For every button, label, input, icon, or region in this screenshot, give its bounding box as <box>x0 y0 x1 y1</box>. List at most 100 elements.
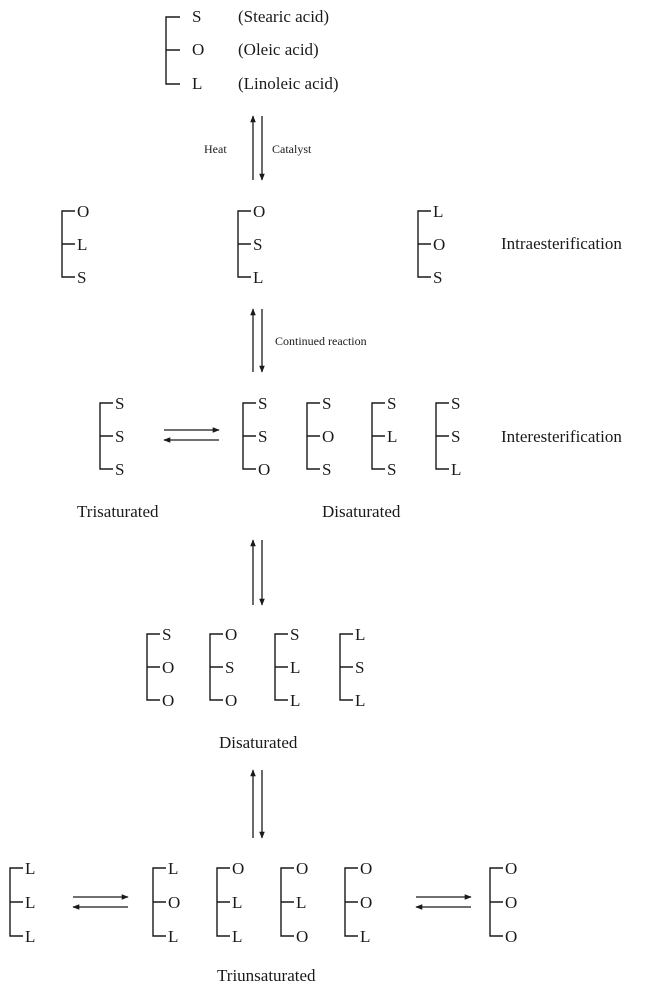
fatty-acid-letter: O <box>505 859 517 878</box>
fatty-acid-letter: L <box>355 625 365 644</box>
label-intraesterification: Intraesterification <box>501 234 622 253</box>
fatty-acid-letter: O <box>225 691 237 710</box>
fatty-acid-letter: S <box>253 235 262 254</box>
fatty-acid-letter: S <box>355 658 364 677</box>
bracket-line <box>339 633 353 701</box>
fatty-acid-letter: O <box>168 893 180 912</box>
fatty-acid-letter: O <box>505 927 517 946</box>
fatty-acid-letter: L <box>232 893 242 912</box>
triglyceride-tri_mid-3: OLO <box>280 859 308 946</box>
label-disaturated-2: Disaturated <box>219 733 298 752</box>
fatty-acid-letter: L <box>296 893 306 912</box>
equilibrium-arrow-4 <box>250 769 265 839</box>
equilibrium-arrow-tri-right <box>415 894 472 910</box>
fatty-acid-letter: O <box>505 893 517 912</box>
fatty-acid-letter: L <box>290 658 300 677</box>
fatty-acid-letter: S <box>433 268 442 287</box>
bracket-line <box>237 210 251 278</box>
fatty-acid-letter: L <box>360 927 370 946</box>
equilibrium-arrow-tri-left <box>72 894 129 910</box>
triglyceride-intra-1: OLS <box>61 202 89 287</box>
label-interesterification: Interesterification <box>501 427 622 446</box>
fatty-acid-letter: S <box>77 268 86 287</box>
fatty-acid-letter: O <box>296 927 308 946</box>
fatty-acid-letter: O <box>225 625 237 644</box>
fatty-acid-letter: O <box>253 202 265 221</box>
fatty-acid-letter: O <box>77 202 89 221</box>
fatty-acid-letter: L <box>290 691 300 710</box>
bracket-line <box>146 633 160 701</box>
triglyceride-intra-3: LOS <box>417 202 445 287</box>
fatty-acid-letter: S <box>322 460 331 479</box>
bracket-line <box>9 867 23 937</box>
triglyceride-inter_di-1: SSO <box>242 394 270 479</box>
triglyceride-tri_left-1: LLL <box>9 859 35 946</box>
fatty-acid-letter: S <box>451 394 460 413</box>
legend-name-oleic: (Oleic acid) <box>238 40 319 59</box>
bracket-line <box>371 402 385 470</box>
triglyceride-inter_di-4: SSL <box>435 394 461 479</box>
fatty-acid-letter: O <box>162 658 174 677</box>
bracket-line <box>344 867 358 937</box>
legend-name-stearic: (Stearic acid) <box>238 7 329 26</box>
fatty-acid-letter: O <box>360 893 372 912</box>
triglyceride-inter_di-3: SLS <box>371 394 397 479</box>
fatty-acid-letter: L <box>25 927 35 946</box>
fatty-acid-letter: S <box>387 394 396 413</box>
triglyceride-mono-3: SLL <box>274 625 300 710</box>
fatty-acid-letter: L <box>25 859 35 878</box>
fatty-acid-letter: O <box>232 859 244 878</box>
equilibrium-arrow-3 <box>250 539 265 606</box>
fatty-acid-letter: L <box>355 691 365 710</box>
bracket-line <box>99 402 113 470</box>
fatty-acid-letter: S <box>258 394 267 413</box>
triglyceride-mono-2: OSO <box>209 625 237 710</box>
triglyceride-tri_right-1: OOO <box>489 859 517 946</box>
equilibrium-arrow-heat-catalyst: Heat Catalyst <box>204 115 312 181</box>
fatty-acid-letter: O <box>296 859 308 878</box>
triglyceride-mono-4: LSL <box>339 625 365 710</box>
fatty-acid-letter: S <box>115 394 124 413</box>
triglyceride-inter_tri-1: SSS <box>99 394 124 479</box>
fatty-acid-letter: S <box>115 460 124 479</box>
fatty-acid-letter: L <box>25 893 35 912</box>
triglyceride-tri_mid-1: LOL <box>152 859 180 946</box>
label-trisaturated: Trisaturated <box>77 502 159 521</box>
label-triunsaturated: Triunsaturated <box>217 966 316 985</box>
fatty-acid-letter: L <box>433 202 443 221</box>
fatty-acid-letter: O <box>258 460 270 479</box>
fatty-acid-letter: S <box>451 427 460 446</box>
fatty-acid-letter: S <box>322 394 331 413</box>
fatty-acid-letter: L <box>451 460 461 479</box>
equilibrium-arrow-tri-di <box>163 427 220 443</box>
fatty-acid-letter: S <box>225 658 234 677</box>
bracket-line <box>435 402 449 470</box>
bracket-line <box>417 210 431 278</box>
fatty-acid-letter: S <box>115 427 124 446</box>
fatty-acid-letter: L <box>387 427 397 446</box>
fatty-acid-letter: O <box>162 691 174 710</box>
legend-letter-l: L <box>192 74 202 93</box>
bracket-line <box>280 867 294 937</box>
bracket-line <box>489 867 503 937</box>
fatty-acid-letter: S <box>258 427 267 446</box>
fatty-acid-letter: L <box>168 927 178 946</box>
bracket-line <box>61 210 75 278</box>
legend-name-linoleic: (Linoleic acid) <box>238 74 339 93</box>
triglyceride-tri_mid-2: OLL <box>216 859 244 946</box>
fatty-acid-letter: O <box>433 235 445 254</box>
fatty-acid-letter: O <box>360 859 372 878</box>
fatty-acid-letter: O <box>322 427 334 446</box>
bracket-line <box>216 867 230 937</box>
triglyceride-inter_di-2: SOS <box>306 394 334 479</box>
fatty-acid-letter: S <box>387 460 396 479</box>
fatty-acid-letter: S <box>290 625 299 644</box>
legend-bracket <box>165 16 180 85</box>
arrow-label-continued-reaction: Continued reaction <box>275 334 367 348</box>
arrow-label-catalyst: Catalyst <box>272 142 312 156</box>
bracket-line <box>274 633 288 701</box>
